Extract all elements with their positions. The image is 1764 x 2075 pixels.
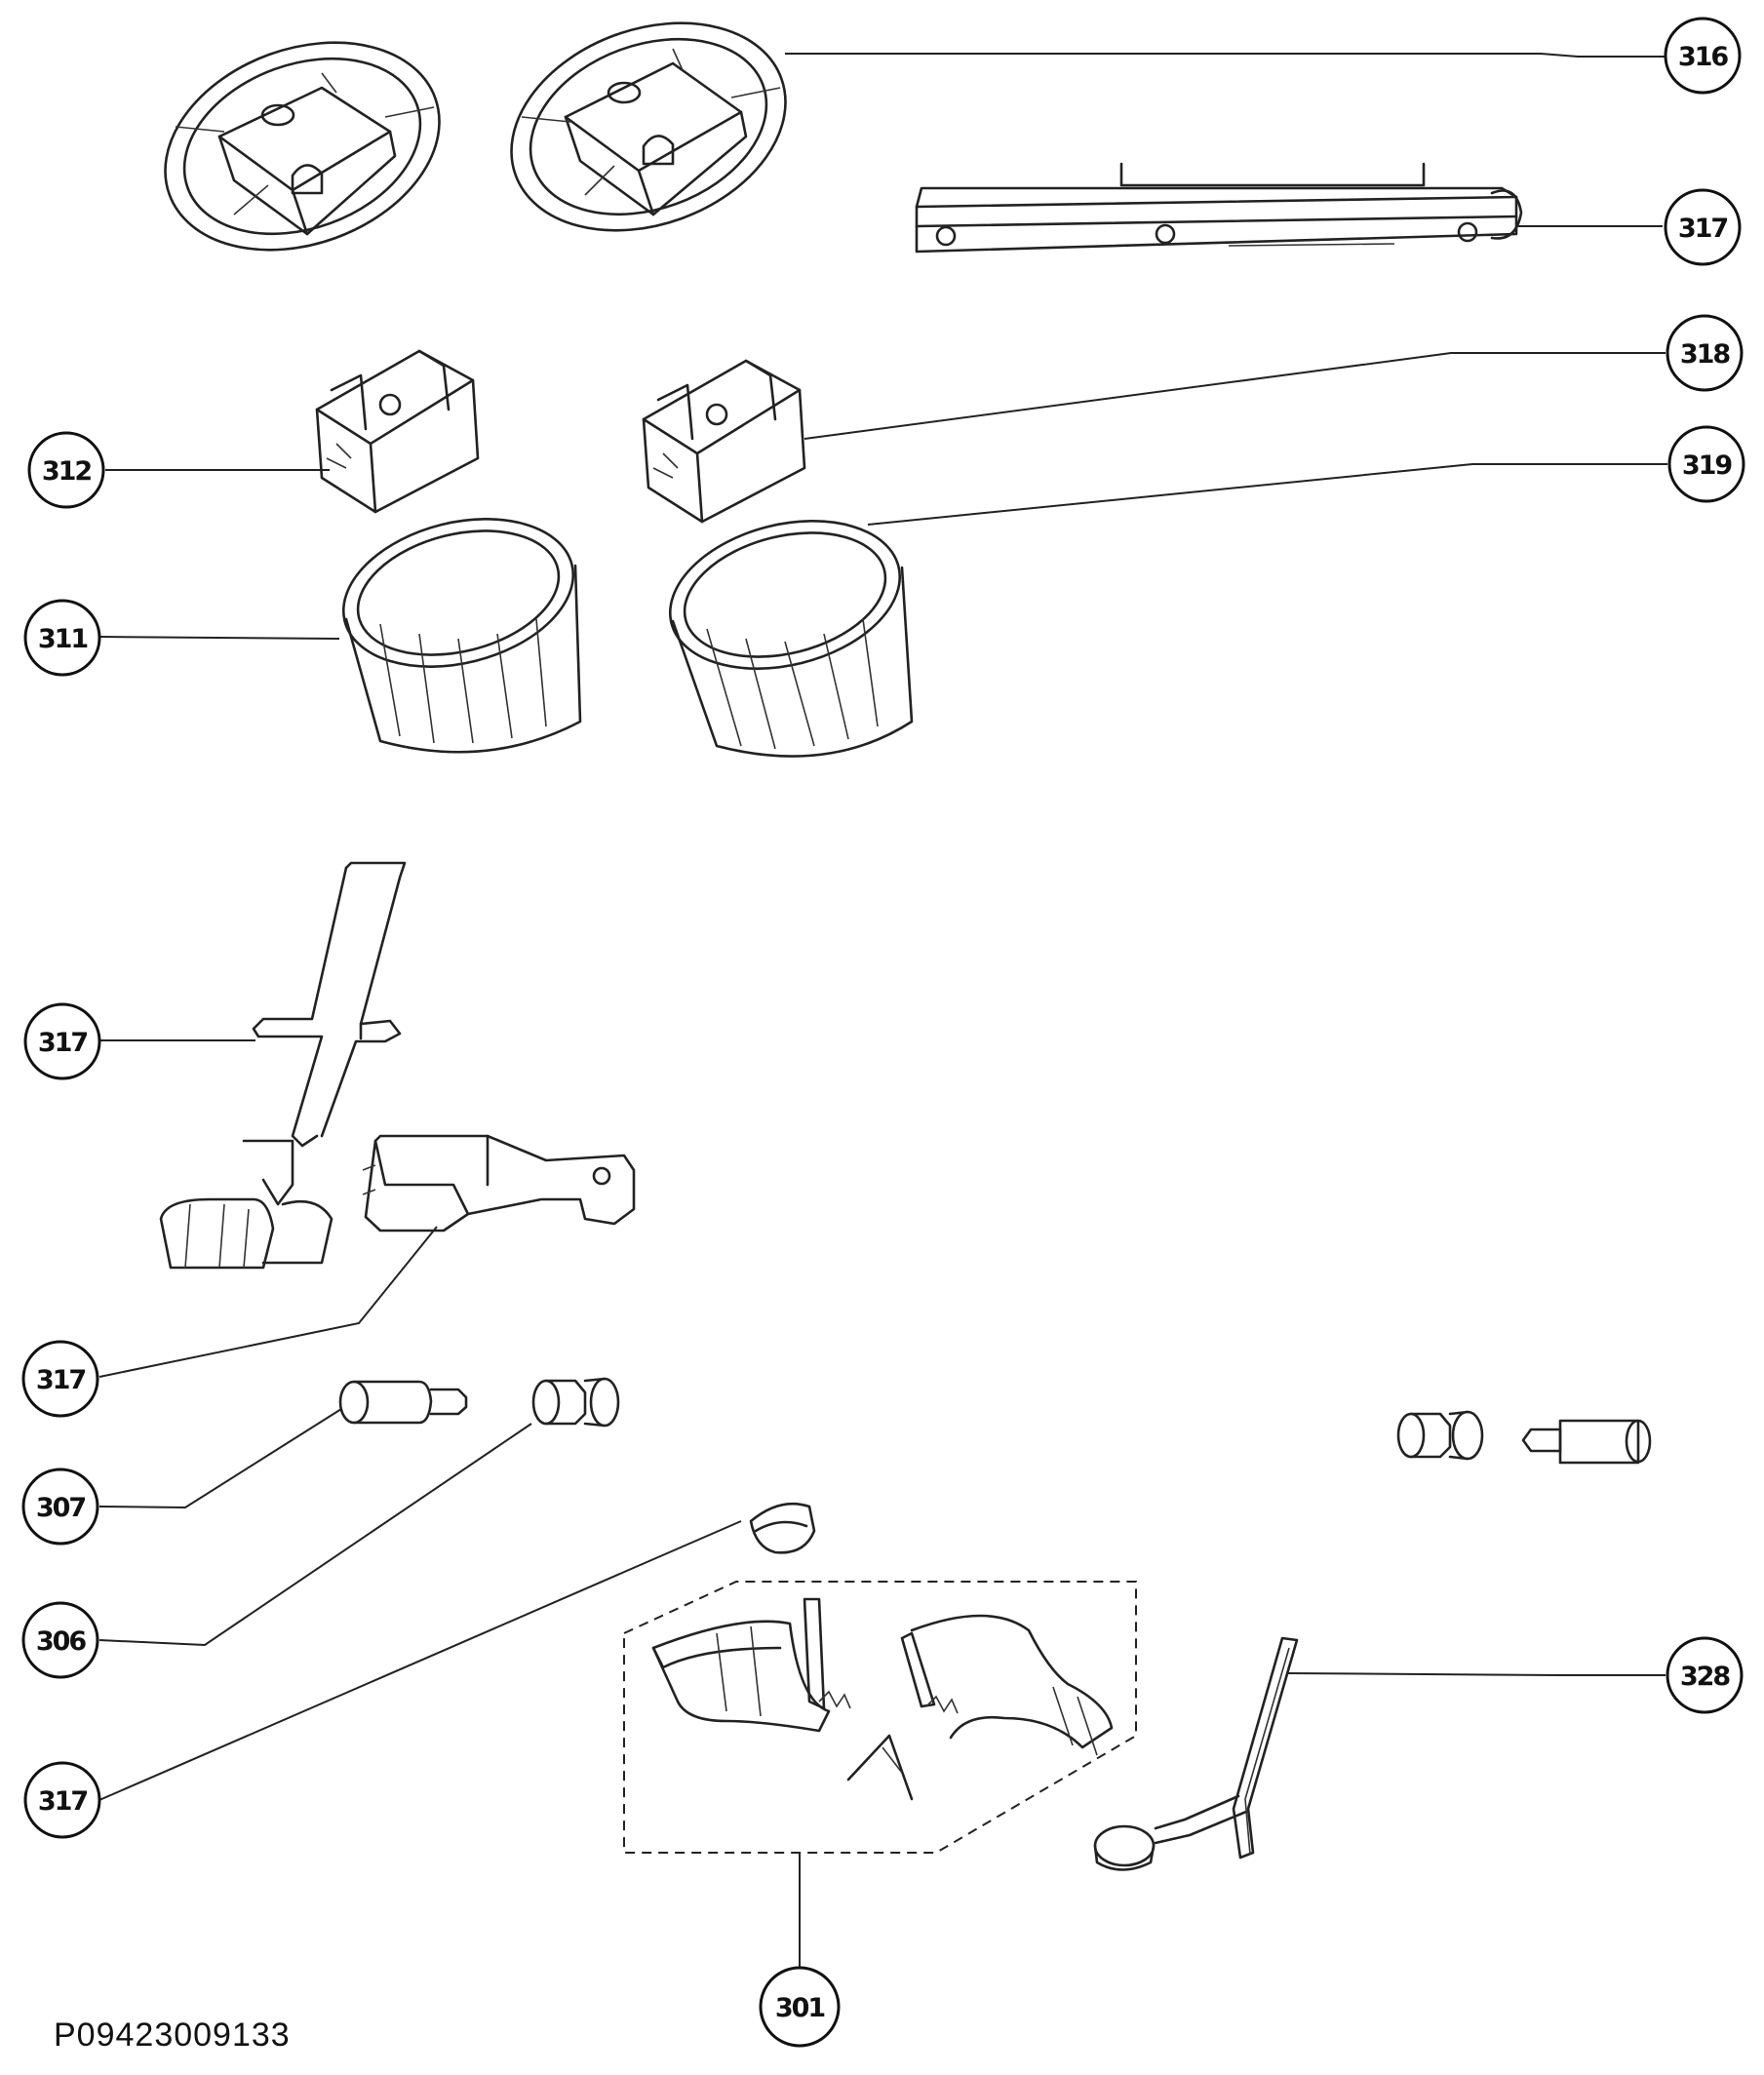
ring-frame-right <box>510 21 787 232</box>
callout-label: 317 <box>36 1365 86 1395</box>
spool-knob <box>531 1377 620 1428</box>
callout-label: 301 <box>775 1993 825 2023</box>
callout-316: 316 <box>1664 17 1742 95</box>
shaft-pin <box>338 1380 468 1425</box>
callout-label: 328 <box>1680 1662 1731 1692</box>
spring-wire <box>846 1734 914 1801</box>
callout-307: 307 <box>21 1468 99 1546</box>
callout-301: 301 <box>759 1966 841 2048</box>
cup-right <box>668 520 914 758</box>
callout-317-bracket: 317 <box>23 1002 101 1080</box>
callout-311: 311 <box>23 599 101 677</box>
callout-318: 318 <box>1666 314 1744 392</box>
callout-312: 312 <box>27 431 105 509</box>
callout-label: 316 <box>1678 42 1729 72</box>
callout-label: 311 <box>38 624 88 654</box>
callout-328: 328 <box>1666 1636 1744 1714</box>
shaft-pin-spare <box>1521 1419 1652 1465</box>
cross-bracket <box>159 861 407 1270</box>
document-code: P09423009133 <box>54 2016 291 2054</box>
cup-left <box>341 518 582 754</box>
spool-knob-spare <box>1396 1410 1484 1461</box>
small-cap <box>749 1502 816 1554</box>
callout-label: 317 <box>38 1028 88 1058</box>
leader-lines <box>98 53 1667 1968</box>
callout-label: 317 <box>38 1786 88 1817</box>
motor-block-left <box>315 349 480 514</box>
callout-label: 312 <box>42 456 92 487</box>
callout-label: 319 <box>1682 450 1733 481</box>
callout-label: 318 <box>1680 339 1731 370</box>
sensor-probe <box>1093 1636 1299 1871</box>
ribbon-cable-right <box>900 1614 1114 1756</box>
callout-306: 306 <box>21 1601 99 1679</box>
l-shaped-lever <box>362 1134 636 1233</box>
rail-bar <box>915 162 1523 254</box>
callout-label: 307 <box>36 1493 86 1523</box>
ring-frame-left <box>164 41 441 252</box>
callout-317-lever: 317 <box>21 1340 99 1418</box>
kit-boundary <box>623 1581 1137 1854</box>
callout-317-rail: 317 <box>1664 188 1742 266</box>
callout-319: 319 <box>1667 425 1745 503</box>
motor-block-right <box>642 359 806 524</box>
ribbon-cable-left <box>651 1597 851 1733</box>
callout-317-cap: 317 <box>23 1761 101 1839</box>
callout-label: 317 <box>1678 214 1728 244</box>
callout-label: 306 <box>36 1626 87 1657</box>
